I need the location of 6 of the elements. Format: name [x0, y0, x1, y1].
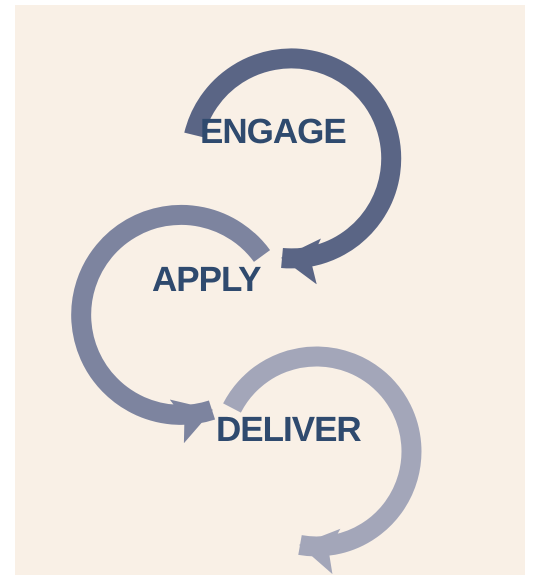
curved-arrow: [71, 205, 270, 442]
step-label: APPLY: [152, 262, 260, 297]
step-label: DELIVER: [216, 412, 361, 447]
curved-arrow: [184, 48, 402, 282]
step-label: ENGAGE: [200, 114, 346, 149]
curved-arrow: [223, 346, 422, 572]
